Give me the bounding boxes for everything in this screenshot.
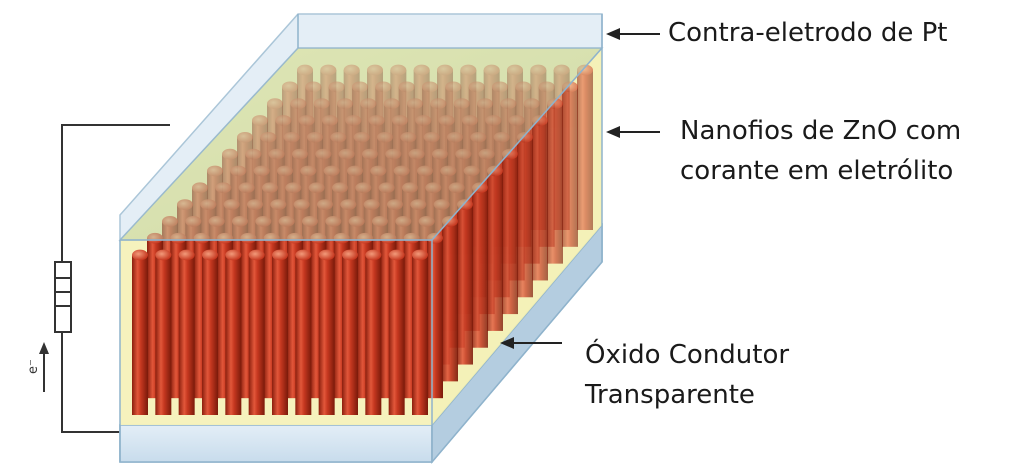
nanowire — [487, 165, 503, 331]
nanowires-arrow — [606, 126, 660, 138]
external-circuit — [39, 124, 170, 433]
nanowires-text-line2: corante em eletrólito — [680, 156, 954, 186]
nanowires-text-line1: Nanofios de ZnO com — [680, 116, 962, 146]
nanowire — [412, 249, 428, 415]
nanowire — [502, 148, 518, 315]
nanowire — [318, 249, 335, 415]
nanowire — [155, 249, 172, 415]
tco-arrow — [500, 337, 562, 349]
nanowire — [388, 249, 405, 415]
nanowire — [577, 64, 593, 230]
nanowire — [295, 249, 312, 415]
nanowire — [547, 98, 563, 264]
nanowire — [442, 216, 458, 382]
resistor-icon — [54, 261, 72, 333]
tco-text-line1: Óxido Condutor — [585, 340, 790, 370]
nanowire — [472, 182, 488, 348]
nanowire — [427, 232, 443, 399]
nanowire — [272, 249, 288, 415]
nanowire — [365, 249, 382, 415]
nanowire — [562, 81, 578, 247]
leader-arrows — [500, 28, 660, 349]
tco-label: Óxido Condutor Transparente — [585, 335, 789, 415]
nanowire — [178, 249, 195, 415]
cell-outline — [119, 47, 603, 462]
arrow-up-icon — [39, 342, 49, 392]
nanowire — [517, 131, 533, 298]
electron-label: e⁻ — [26, 359, 41, 374]
nanowire — [132, 249, 148, 415]
counter-electrode-arrow — [606, 28, 660, 40]
nanowires-label: Nanofios de ZnO com corante em eletrólit… — [680, 111, 961, 191]
nanowire — [342, 249, 358, 415]
nanowire — [532, 115, 548, 281]
nanowire — [457, 199, 473, 365]
nanowire — [248, 249, 265, 415]
counter-electrode-label: Contra-eletrodo de Pt — [668, 13, 948, 53]
nanowire — [225, 249, 242, 415]
nanowire — [202, 249, 218, 415]
counter-electrode-text: Contra-eletrodo de Pt — [668, 18, 948, 48]
tco-text-line2: Transparente — [585, 380, 755, 410]
